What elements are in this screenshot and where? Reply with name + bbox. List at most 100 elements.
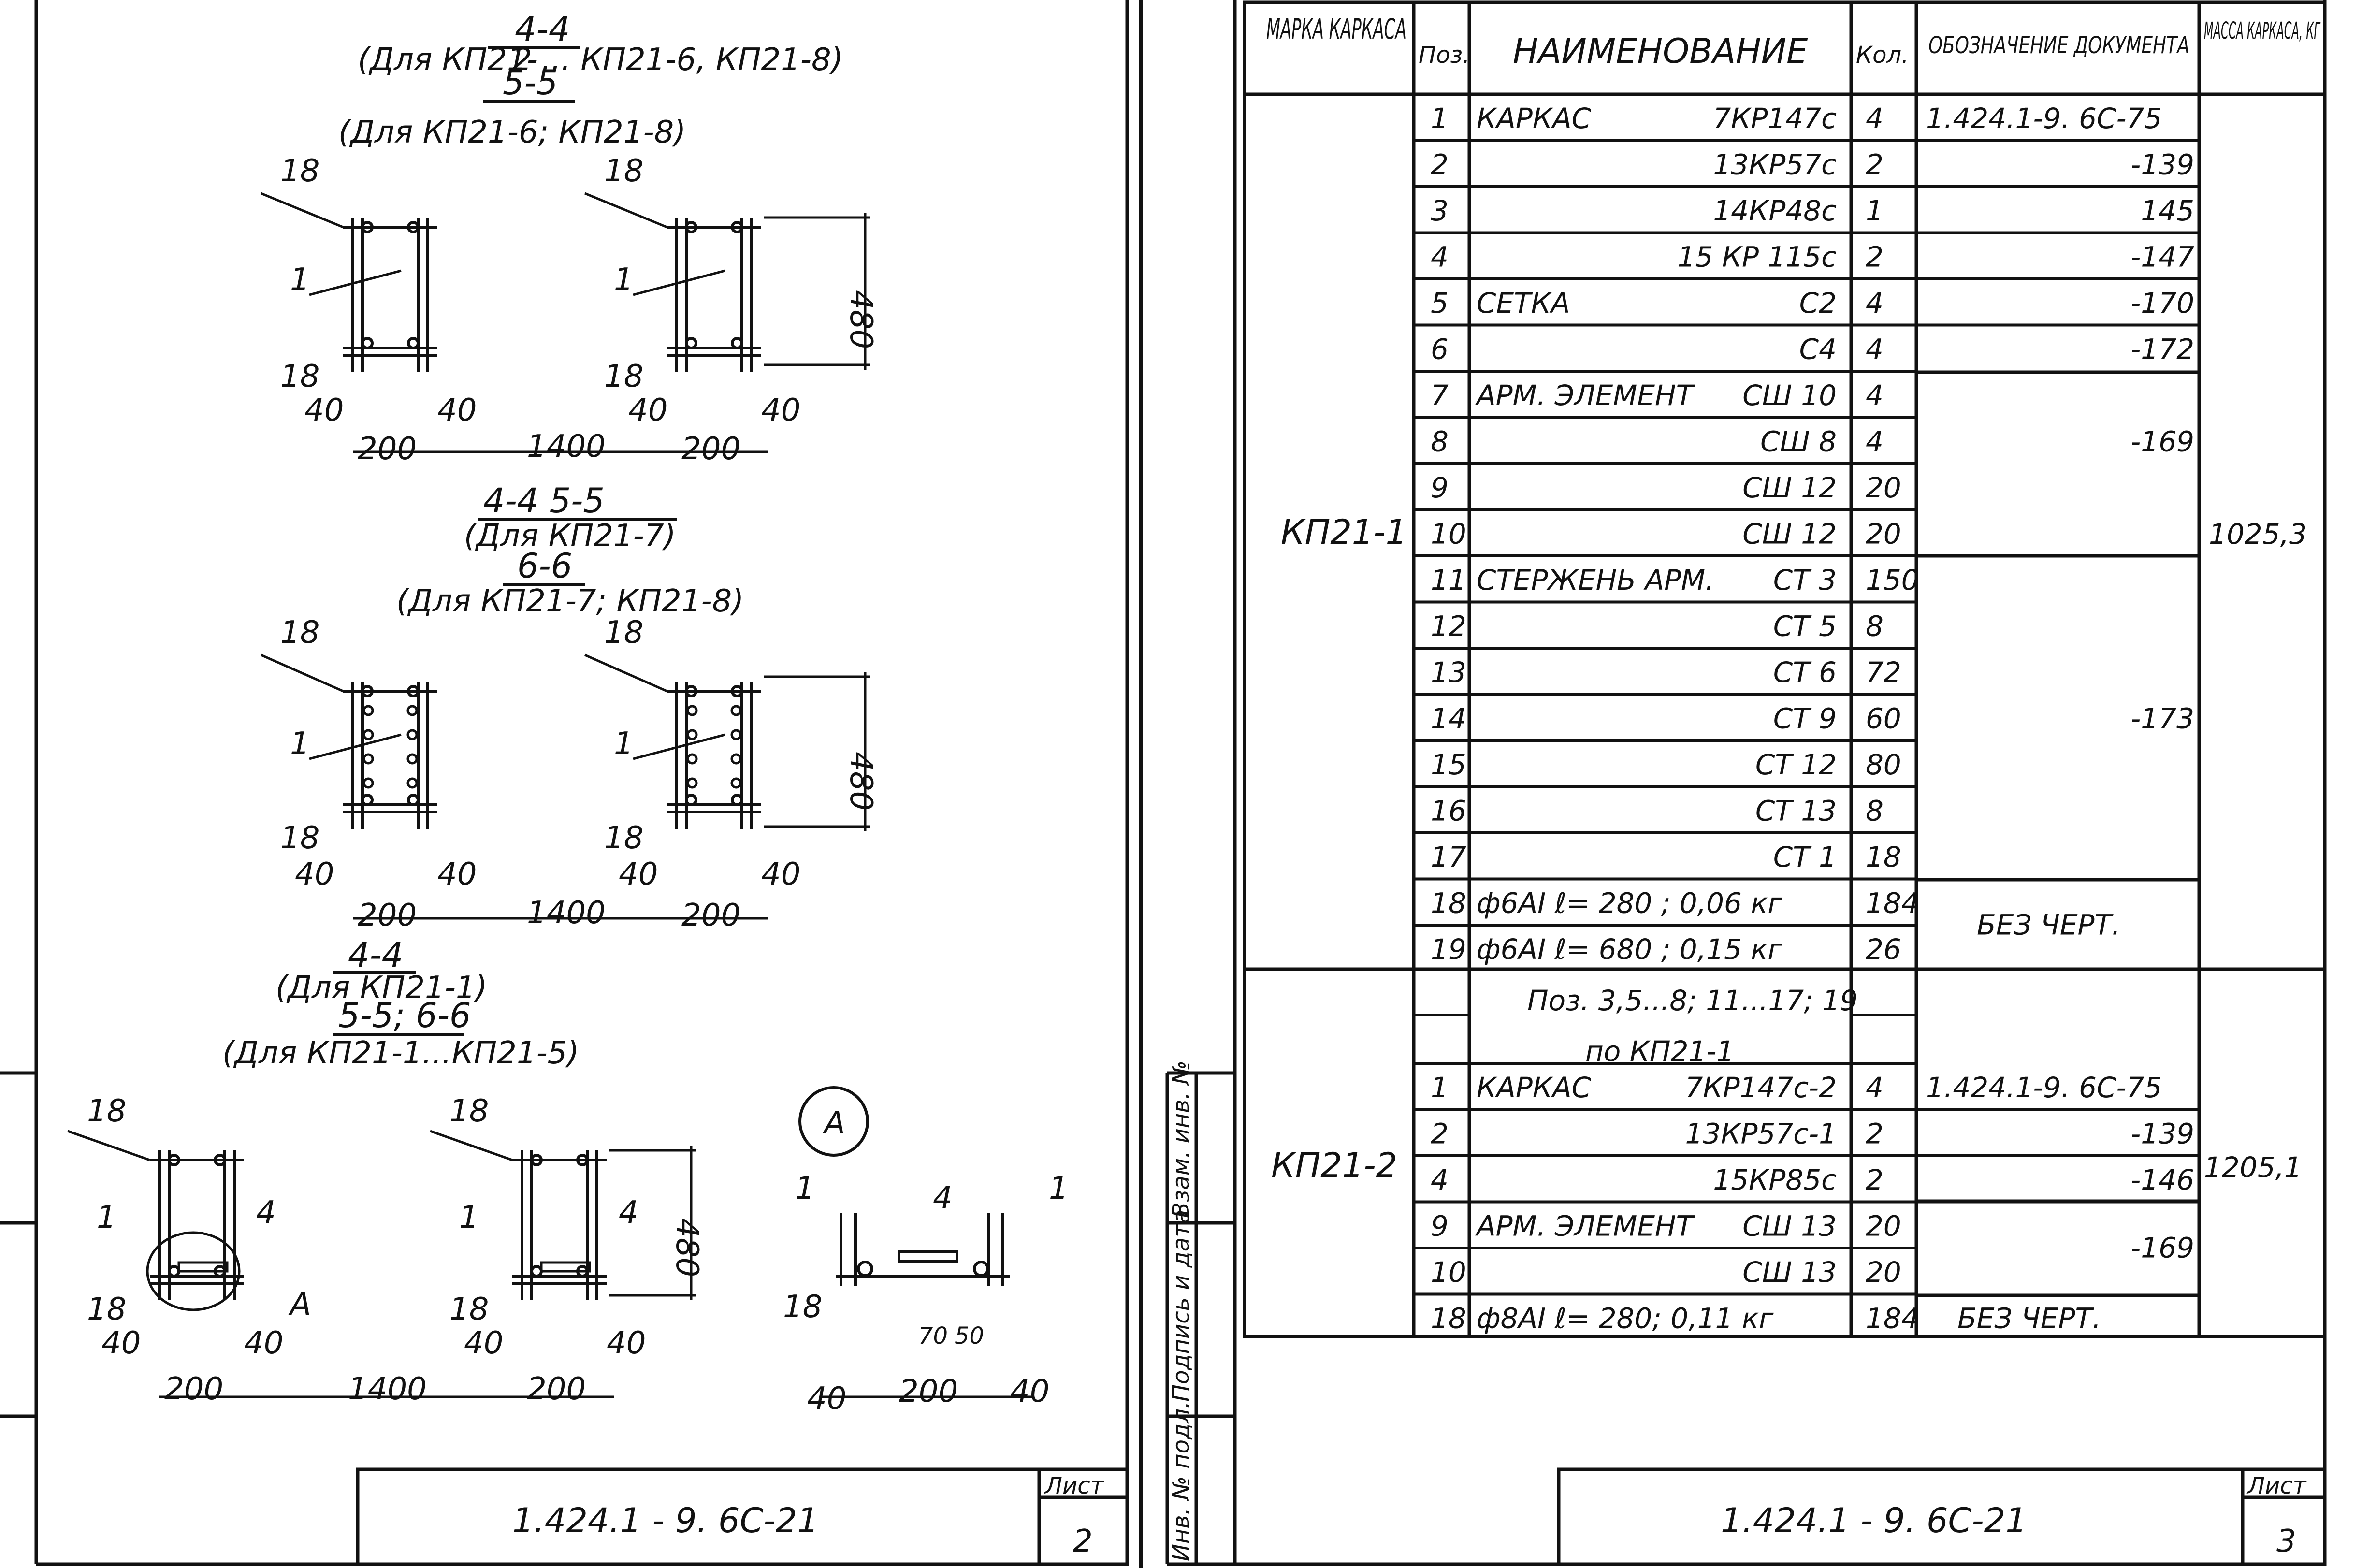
label-1: 1 xyxy=(290,726,310,762)
row-qty: 60 xyxy=(1866,702,1901,735)
label-1: 1 xyxy=(97,1200,116,1235)
row-pos: 4 xyxy=(1431,1163,1449,1196)
bar-circle xyxy=(730,753,742,765)
row-qty: 4 xyxy=(1866,333,1884,366)
label-4: 4 xyxy=(619,1195,638,1231)
bar-circle xyxy=(731,794,743,806)
label-18: 18 xyxy=(280,615,319,651)
detail-circle-bar xyxy=(857,1261,873,1277)
row-mark: 7КР147с xyxy=(1713,102,1837,135)
row-pos: 10 xyxy=(1431,1256,1466,1289)
row-name: ф8АI ℓ= 280; 0,11 кг xyxy=(1477,1302,1774,1335)
right-stamp-box xyxy=(1557,1467,2327,1566)
row-qty: 2 xyxy=(1866,1118,1884,1150)
dim-480: 480 xyxy=(843,290,879,349)
leader xyxy=(261,192,344,229)
dim-200: 200 xyxy=(358,898,417,933)
row-mark: 15КР85с xyxy=(1713,1163,1837,1196)
label-1: 1 xyxy=(795,1171,815,1206)
row-mark: СТ 13 xyxy=(1755,795,1837,828)
row-qty: 2 xyxy=(1866,241,1884,274)
label-1: 1 xyxy=(614,726,634,762)
row-qty: 8 xyxy=(1866,795,1884,828)
row-doc: -139 xyxy=(2130,1118,2194,1150)
label-18: 18 xyxy=(87,1093,126,1129)
plate xyxy=(177,1261,229,1273)
leader xyxy=(67,1130,150,1161)
frame-s1 xyxy=(667,218,761,372)
row-mark: 13КР57с-1 xyxy=(1685,1118,1837,1150)
leader xyxy=(260,653,344,693)
row-qty: 2 xyxy=(1866,1163,1884,1196)
dim-50: 50 xyxy=(955,1322,984,1350)
row-qty: 8 xyxy=(1866,610,1884,643)
dim-40: 40 xyxy=(437,857,477,892)
g2-note2: по КП21-1 xyxy=(1585,1035,1734,1068)
bar-circle xyxy=(730,777,742,789)
row-mark: СТ 6 xyxy=(1773,656,1837,689)
row-mark: С4 xyxy=(1799,333,1837,366)
bar-circle xyxy=(362,705,374,716)
label-18: 18 xyxy=(783,1289,822,1325)
s1-for-frac: 2 xyxy=(512,42,532,78)
label-1: 1 xyxy=(1049,1171,1069,1206)
row-mark: СШ 10 xyxy=(1742,379,1837,412)
row-mark: СТ 9 xyxy=(1773,702,1837,735)
bar-circle xyxy=(530,1265,543,1278)
detail-plate xyxy=(898,1250,958,1263)
detail-circle-bar xyxy=(973,1261,989,1277)
row-doc: -172 xyxy=(2130,333,2194,366)
dim-40: 40 xyxy=(101,1325,141,1361)
hdr-mass: МАССА КАРКАСА, КГ xyxy=(2204,17,2321,44)
spec-table-frame xyxy=(1243,0,2327,1338)
leader xyxy=(430,1130,513,1161)
hdr-name: НАИМЕНОВАНИЕ xyxy=(1513,31,1808,71)
s2-for: (Для КП21-7) xyxy=(464,518,676,554)
bar-circle xyxy=(731,221,743,233)
row-qty: 18 xyxy=(1866,841,1901,873)
row-pos: 16 xyxy=(1431,795,1466,828)
row-qty: 4 xyxy=(1866,102,1884,135)
leader xyxy=(633,733,725,760)
s1-for-a: (Для КП21- xyxy=(358,42,538,78)
row-mark: СШ 13 xyxy=(1742,1210,1837,1243)
label-4: 4 xyxy=(256,1195,276,1231)
left-stamp-code: 1.424.1 - 9. 6С-21 xyxy=(512,1501,819,1540)
row-qty: 4 xyxy=(1866,1071,1884,1104)
label-1: 1 xyxy=(459,1200,479,1235)
s3-for: (Для КП21-1) xyxy=(275,970,488,1006)
row-doc: 145 xyxy=(2141,194,2194,227)
row-qty: 150 xyxy=(1866,564,1919,596)
s3-title: 4-4 xyxy=(348,935,403,975)
bar-circle xyxy=(362,753,374,765)
row-qty: 4 xyxy=(1866,379,1884,412)
row-pos: 8 xyxy=(1431,425,1449,458)
row-pos: 13 xyxy=(1431,656,1466,689)
row-name: ф6АI ℓ= 280 ; 0,06 кг xyxy=(1477,887,1782,920)
row-doc: 1.424.1-9. 6С-75 xyxy=(1926,102,2162,135)
bar-circle xyxy=(685,794,697,806)
s3-for2: (Для КП21-1...КП21-5) xyxy=(222,1035,579,1071)
row-doc: БЕЗ ЧЕРТ. xyxy=(1977,909,2120,942)
g1-marka: КП21-1 xyxy=(1281,512,1407,552)
label-18: 18 xyxy=(280,820,319,856)
row-qty: 80 xyxy=(1866,748,1901,781)
s2-for2: (Для КП21-7; КП21-8) xyxy=(396,583,744,619)
leader xyxy=(584,192,667,229)
row-pos: 12 xyxy=(1431,610,1466,643)
row-qty: 26 xyxy=(1866,933,1901,966)
label-18: 18 xyxy=(449,1292,489,1327)
bar-circle xyxy=(686,777,698,789)
row-mark: СШ 13 xyxy=(1742,1256,1837,1289)
bar-circle xyxy=(362,777,374,789)
bar-circle xyxy=(406,705,418,716)
row-qty: 20 xyxy=(1866,518,1901,551)
dim-200: 200 xyxy=(527,1371,586,1407)
dim-40: 40 xyxy=(437,392,477,428)
label-1: 1 xyxy=(614,262,634,298)
row-name: КАРКАС xyxy=(1477,1071,1592,1104)
row-pos: 2 xyxy=(1431,148,1449,181)
row-pos: 9 xyxy=(1431,1210,1449,1243)
label-18: 18 xyxy=(604,359,643,394)
row-name: АРМ. ЭЛЕМЕНТ xyxy=(1475,1210,1695,1243)
